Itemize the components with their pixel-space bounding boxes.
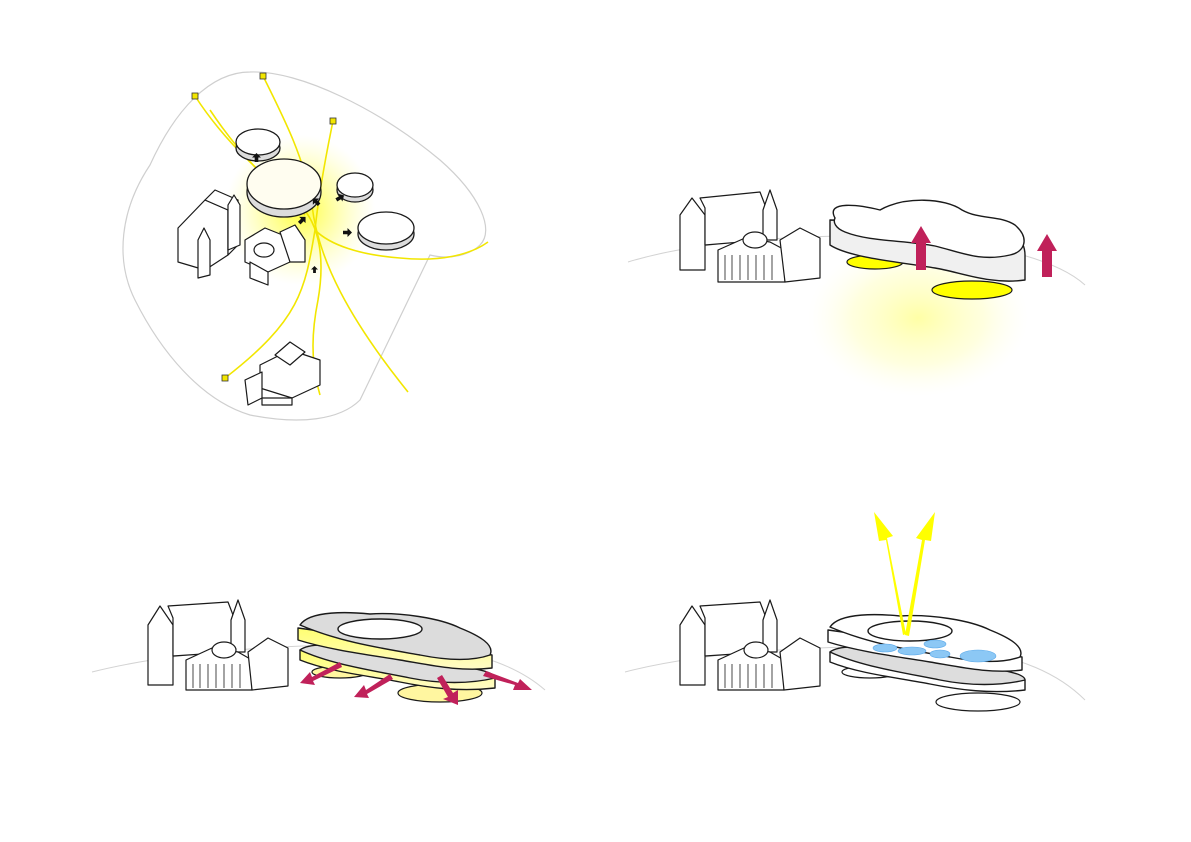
expansion-arrows (300, 662, 532, 705)
pedestrian-flow-lines (194, 75, 489, 396)
lower-terrace (829, 646, 1026, 693)
reflected-light-arrows (874, 512, 935, 636)
historic-church-side (679, 189, 821, 283)
lift-arrows (911, 226, 1057, 277)
historic-church-side (679, 599, 821, 691)
historic-church-complex (177, 189, 306, 286)
historic-church-side (147, 599, 289, 691)
lifted-volume-icon (627, 189, 1086, 396)
split-terraces-icon (91, 599, 546, 705)
pavilion-disks (235, 128, 415, 251)
access-point-markers (191, 72, 337, 382)
site-plan-axonometric-icon (122, 71, 489, 421)
roof-opening-light-icon (624, 512, 1086, 712)
water-pools (872, 639, 997, 663)
ground-light-glow (808, 240, 1028, 396)
upper-terrace (297, 611, 493, 670)
south-building (244, 341, 321, 406)
lifted-building-volume (829, 199, 1026, 282)
